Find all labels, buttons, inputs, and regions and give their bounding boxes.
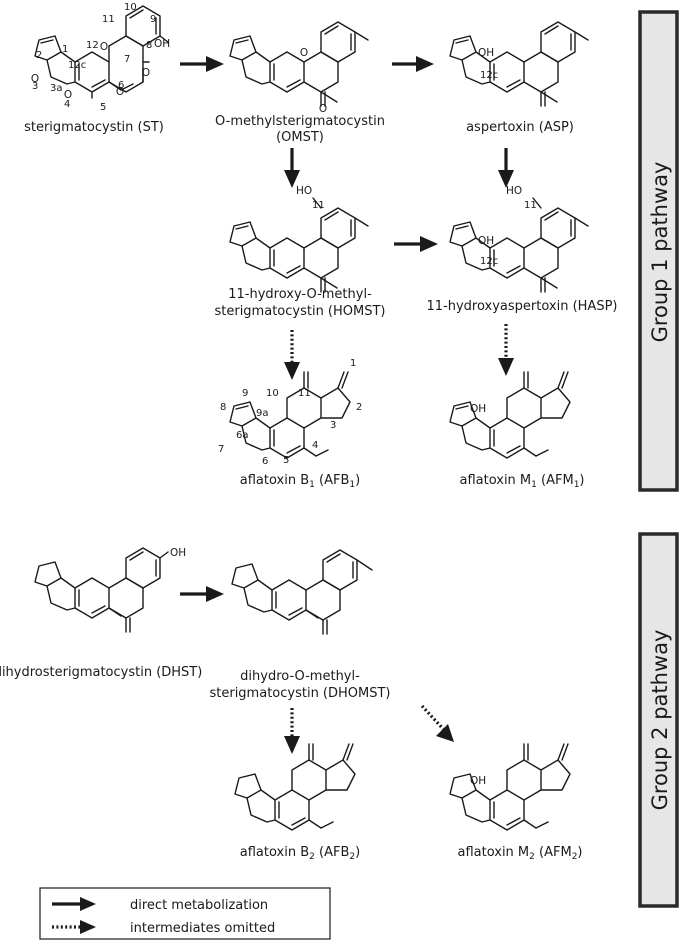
arrow-hasp-afm1 (498, 324, 514, 376)
st-oh-atom: OH (154, 38, 170, 50)
st-num-10: 10 (124, 2, 137, 13)
compound-afm1: OH aflatoxin M1 (AFM1) (449, 371, 585, 490)
afb1-num-6: 6 (262, 456, 268, 467)
legend-direct-label: direct metabolization (130, 898, 268, 913)
compound-afb1: 1 2 3 4 5 6 6a 7 8 9 9a 10 11 aflatoxin … (218, 358, 362, 490)
compound-asp: OH 12c aspertoxin (ASP) (449, 21, 589, 135)
arrow-dhomst-afb2 (284, 708, 300, 754)
compound-omst: O O O-methylsterigmatocystin (OMST) (215, 21, 385, 145)
group2-label: Group 2 pathway (648, 630, 672, 811)
omst-label-line1: O-methylsterigmatocystin (215, 114, 385, 129)
hasp-ho-atom: HO (506, 185, 522, 197)
asp-oh-atom: OH (478, 47, 494, 59)
st-o12-atom: O (100, 41, 108, 53)
st-o3-atom: O (31, 73, 39, 85)
legend-box (39, 887, 331, 940)
compound-afb2: aflatoxin B2 (AFB2) (234, 743, 360, 862)
dhst-oh-atom: OH (170, 547, 186, 559)
group2-bar (638, 532, 679, 908)
afm2-label: aflatoxin M2 (AFM2) (457, 845, 582, 862)
legend: direct metabolization intermediates omit… (39, 887, 331, 940)
omst-label-line2: (OMST) (276, 130, 324, 145)
afb1-num-8: 8 (220, 402, 226, 413)
afb1-num-9: 9 (242, 388, 248, 399)
homst-label-line2: sterigmatocystin (HOMST) (214, 304, 385, 319)
afm2-oh-atom: OH (470, 775, 486, 787)
st-num-3: 3 (32, 81, 38, 92)
arrow-asp-hasp (498, 148, 514, 188)
st-num-12: 12 (86, 40, 99, 51)
arrow-dhst-dhomst (180, 586, 224, 602)
st-num-11: 11 (102, 14, 115, 25)
compound-dhst: OH dihydrosterigmatocystin (DHST) (0, 547, 202, 680)
st-numbering: 1 2 3 3a 4 5 6 7 8 9 10 11 12 12c (32, 2, 156, 113)
dhst-label: dihydrosterigmatocystin (DHST) (0, 665, 202, 680)
st-num-9: 9 (150, 14, 156, 25)
afb1-num-9a: 9a (256, 408, 269, 419)
compound-st: OH O O O O O 1 2 3 3a 4 5 6 7 8 9 10 11 … (24, 2, 170, 135)
st-structure (34, 5, 169, 99)
afb1-num-7: 7 (218, 444, 224, 455)
st-num-6: 6 (118, 80, 124, 91)
afb1-num-6a: 6a (236, 430, 249, 441)
hasp-num-12c: 12c (480, 256, 498, 267)
arrow-homst-hasp (394, 236, 438, 252)
compound-homst: HO 11 11-hydroxy-O-methyl- sterigmatocys… (214, 185, 385, 319)
dhomst-label-line2: sterigmatocystin (DHOMST) (209, 686, 390, 701)
st-carbonyl-o-atom: O (142, 67, 150, 79)
arrow-omst-asp (392, 56, 434, 72)
group1-label: Group 1 pathway (648, 162, 672, 343)
arrow-homst-afb1 (284, 330, 300, 380)
afb1-num-5: 5 (283, 455, 289, 466)
hasp-oh-atom: OH (478, 235, 494, 247)
asp-num-12c: 12c (480, 70, 498, 81)
afb1-label: aflatoxin B1 (AFB1) (240, 473, 360, 490)
st-num-5: 5 (100, 102, 106, 113)
group1-panel: Group 1 pathway (638, 10, 679, 492)
arrow-st-omst (180, 56, 224, 72)
homst-ho-atom: HO (296, 185, 312, 197)
homst-label-line1: 11-hydroxy-O-methyl- (228, 287, 372, 302)
afb1-num-11: 11 (298, 388, 311, 399)
afb2-label: aflatoxin B2 (AFB2) (240, 845, 360, 862)
omst-ring-o-atom: O (300, 47, 308, 59)
st-o4-atom: O (64, 89, 72, 101)
arrow-dhomst-afm2 (420, 704, 454, 742)
hasp-num-11: 11 (524, 200, 537, 211)
st-num-1: 1 (62, 44, 68, 55)
afb1-num-10: 10 (266, 388, 279, 399)
st-num-4: 4 (64, 99, 70, 110)
legend-omitted-arrow (52, 920, 96, 934)
afm1-label: aflatoxin M1 (AFM1) (459, 473, 584, 490)
st-label: sterigmatocystin (ST) (24, 120, 164, 135)
afb1-num-2: 2 (356, 402, 362, 413)
afm1-oh-atom: OH (470, 403, 486, 415)
compound-dhomst: dihydro-O-methyl- sterigmatocystin (DHOM… (209, 549, 391, 701)
legend-direct-arrow (52, 897, 96, 911)
group1-bar (638, 10, 679, 492)
afb1-num-3: 3 (330, 420, 336, 431)
homst-num-11: 11 (312, 200, 325, 211)
legend-omitted-label: intermediates omitted (130, 921, 275, 936)
afb1-numbering: 1 2 3 4 5 6 6a 7 8 9 9a 10 11 (218, 358, 362, 467)
hasp-label: 11-hydroxyaspertoxin (HASP) (427, 299, 618, 314)
omst-carbonyl-o-atom: O (319, 103, 327, 115)
st-num-8: 8 (146, 40, 152, 51)
afb1-num-1: 1 (350, 358, 356, 369)
arrow-omst-homst (284, 148, 300, 188)
asp-label: aspertoxin (ASP) (466, 120, 574, 135)
dhomst-label-line1: dihydro-O-methyl- (240, 669, 360, 684)
group2-panel: Group 2 pathway (638, 532, 679, 908)
afb1-num-4: 4 (312, 440, 318, 451)
st-num-2: 2 (36, 50, 42, 61)
st-num-7: 7 (124, 54, 130, 65)
st-o6-atom: O (116, 86, 124, 98)
compound-afm2: OH aflatoxin M2 (AFM2) (449, 743, 583, 862)
st-num-12c: 12c (68, 60, 86, 71)
st-num-3a: 3a (50, 83, 63, 94)
compound-hasp: HO 11 OH 12c 11-hydroxyaspertoxin (HASP) (427, 185, 618, 314)
